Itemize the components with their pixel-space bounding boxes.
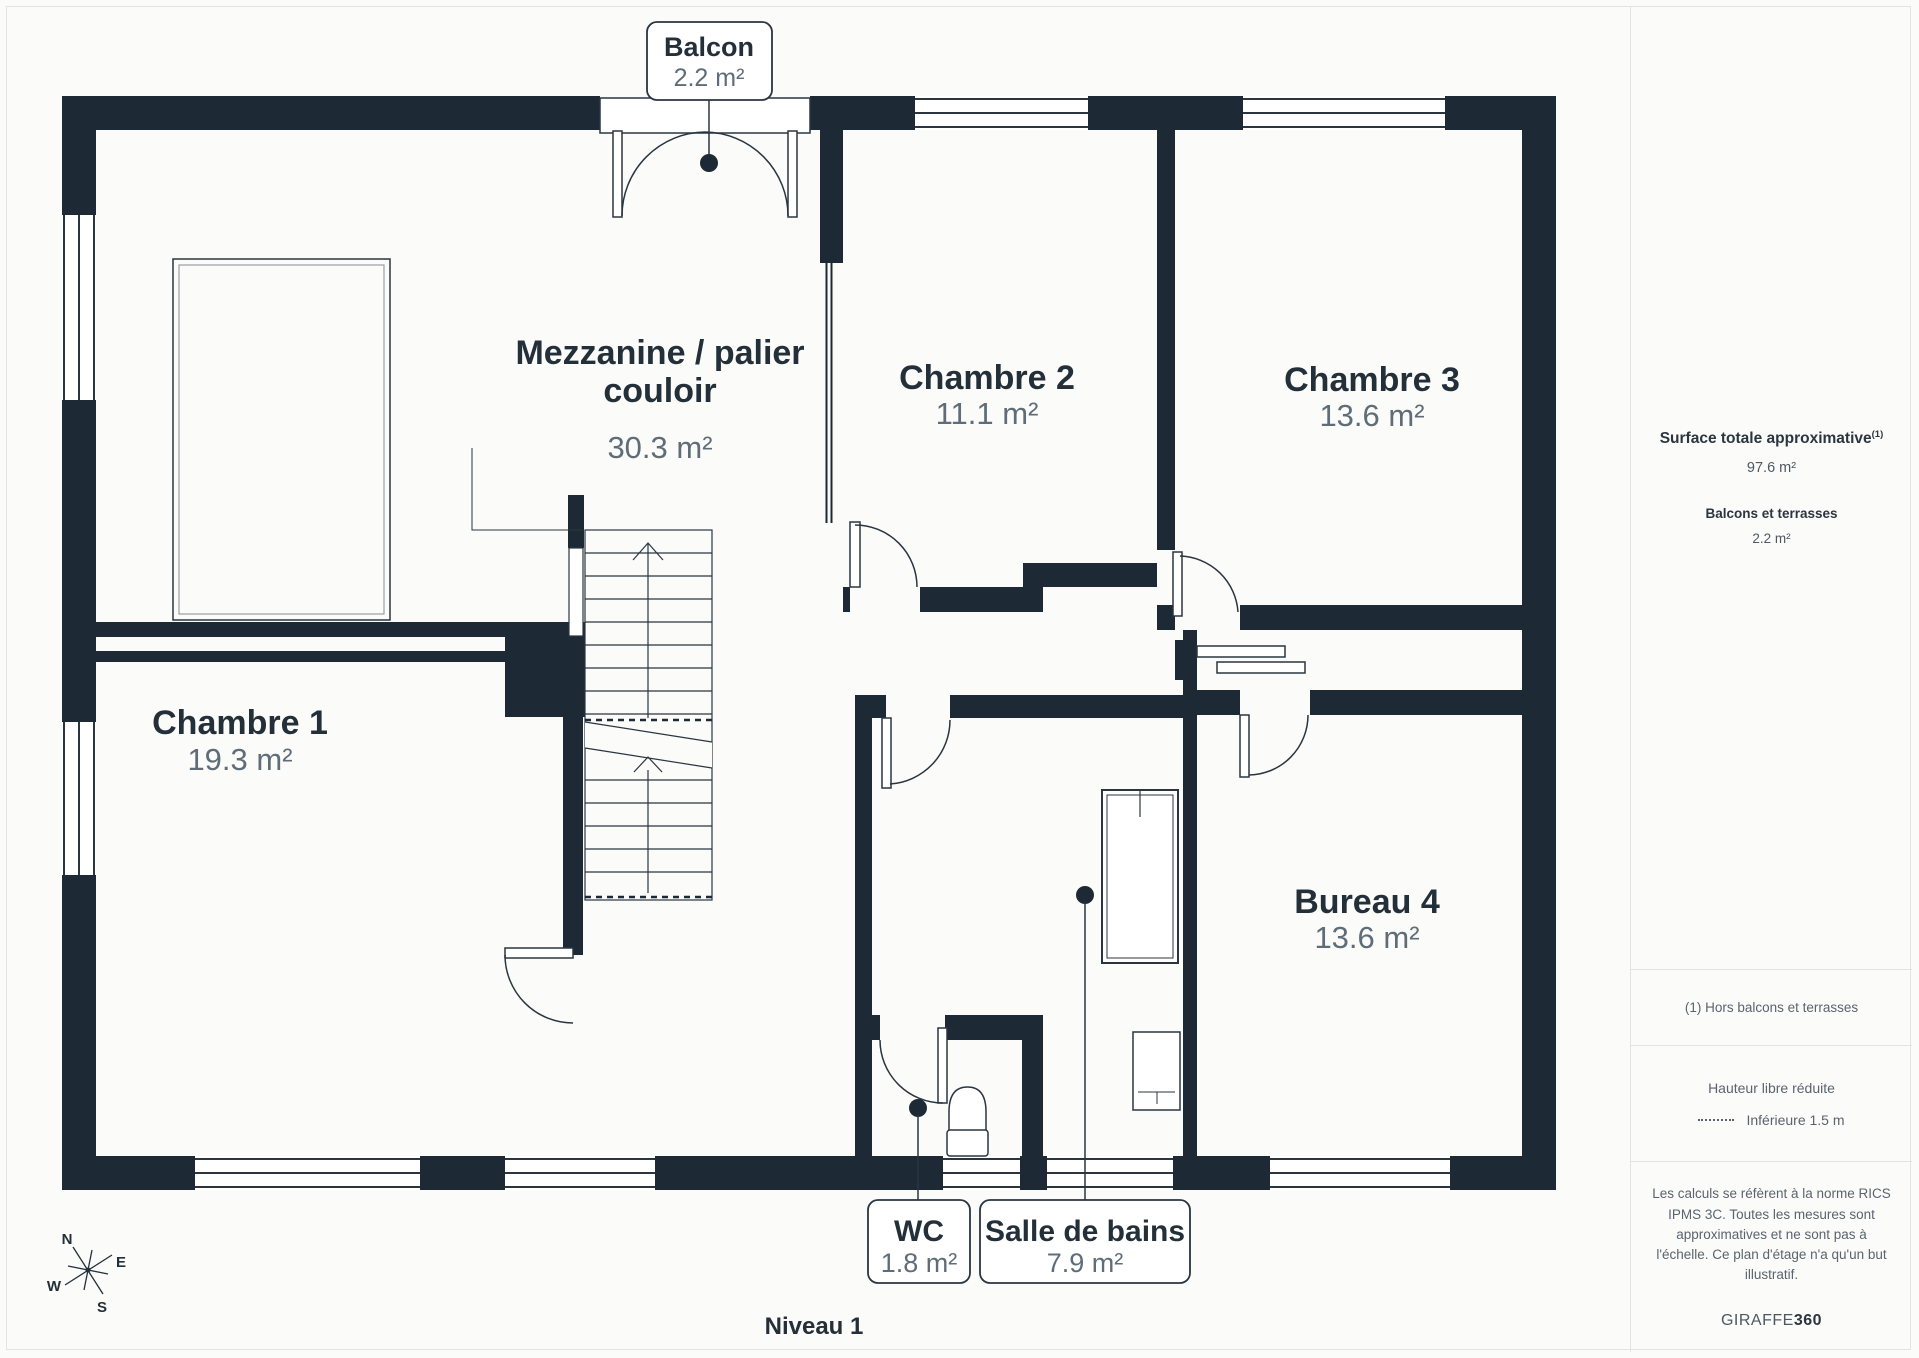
doors xyxy=(504,521,1309,1104)
sidebar-reduced-height-section: Hauteur libre réduite Inférieure 1.5 m xyxy=(1631,1046,1912,1162)
room-label-mezzanine-line2: couloir xyxy=(603,372,716,410)
compass-w: W xyxy=(47,1278,62,1295)
window-mezzanine-left xyxy=(62,215,96,400)
stair-up-arrow xyxy=(632,542,664,561)
level-label: Niveau 1 xyxy=(765,1313,864,1340)
wc-leader-dot xyxy=(909,1099,927,1117)
window-bureau4-bottom xyxy=(1270,1156,1450,1190)
salle-de-bains-leader-dot xyxy=(1076,886,1094,904)
window-bathroom-bottom-2 xyxy=(1047,1156,1173,1190)
balcony-door-arc-left xyxy=(621,131,706,217)
salle-de-bains-callout-box xyxy=(979,1199,1191,1284)
window-chambre1-bottom xyxy=(195,1156,420,1190)
compass-n: N xyxy=(62,1231,73,1248)
washbasin xyxy=(1132,1031,1181,1111)
exterior-walls xyxy=(62,96,1556,1190)
balcony xyxy=(599,97,811,218)
sidebar-surface-section: Surface totale approximative(1) 97.6 m² … xyxy=(1631,6,1912,970)
window-chambre1-left xyxy=(62,722,96,875)
balcon-leader-dot xyxy=(700,154,718,172)
stair-break-band xyxy=(585,722,712,768)
sidebar-footnote-section: (1) Hors balcons et terrasses xyxy=(1631,970,1912,1046)
mezzanine-void-opening xyxy=(172,258,391,621)
room-label-mezzanine: Mezzanine / palier xyxy=(515,334,804,372)
surface-total-title-text: Surface totale approximative xyxy=(1659,430,1872,448)
room-area-chambre2: 11.1 m² xyxy=(936,396,1039,431)
room-label-chambre1: Chambre 1 xyxy=(152,704,328,742)
surface-total-sup: (1) xyxy=(1871,428,1884,440)
balcon-callout-area: 2.2 m² xyxy=(674,64,745,92)
info-sidebar: Surface totale approximative(1) 97.6 m² … xyxy=(1630,6,1912,1352)
salle-de-bains-callout-area: 7.9 m² xyxy=(1047,1248,1124,1278)
room-label-bureau4: Bureau 4 xyxy=(1294,883,1440,921)
reduced-height-value: Inférieure 1.5 m xyxy=(1746,1111,1845,1128)
balconies-value: 2.2 m² xyxy=(1752,531,1791,547)
giraffe360-logo-bold: 360 xyxy=(1793,1311,1823,1329)
window-hall-bottom xyxy=(505,1156,655,1190)
balcon-callout-name: Balcon xyxy=(664,32,754,62)
balcony-door-leaf-left xyxy=(612,130,623,218)
sliding-door-panel xyxy=(1216,661,1306,674)
shower xyxy=(1101,789,1179,964)
compass-rose: N E W S xyxy=(47,1231,126,1316)
salle-de-bains-callout-name: Salle de bains xyxy=(985,1215,1185,1248)
room-label-chambre2: Chambre 2 xyxy=(899,359,1075,397)
window-chambre3-top xyxy=(1243,96,1445,130)
compass-e: E xyxy=(116,1254,126,1271)
giraffe360-logo: GIRAFFE360 xyxy=(1721,1312,1822,1330)
stairs xyxy=(471,448,713,901)
balcony-door-arc-right xyxy=(704,131,789,217)
balcony-door-leaf-right xyxy=(787,130,798,218)
wc-callout-name: WC xyxy=(894,1215,944,1248)
room-labels: Mezzanine / palier couloir 30.3 m² Chamb… xyxy=(152,334,1460,955)
giraffe360-logo-regular: GIRAFFE xyxy=(1720,1311,1794,1329)
sidebar-disclaimer-section: Les calculs se réfèrent à la norme RICS … xyxy=(1631,1162,1912,1352)
stair-up-arrow-lower xyxy=(633,756,663,773)
room-area-bureau4: 13.6 m² xyxy=(1314,920,1419,955)
room-area-chambre1: 19.3 m² xyxy=(187,742,292,777)
callouts: Balcon 2.2 m² WC 1.8 m² Salle de bains 7… xyxy=(646,21,1191,1284)
footnote-text: (1) Hors balcons et terrasses xyxy=(1684,1000,1859,1015)
windows xyxy=(62,96,1450,1190)
disclaimer-text: Les calculs se réfèrent à la norme RICS … xyxy=(1652,1186,1891,1283)
fixtures xyxy=(946,789,1181,1157)
reduced-height-title: Hauteur libre réduite xyxy=(1708,1079,1835,1096)
balconies-title: Balcons et terrasses xyxy=(1705,506,1838,522)
wc-callout-box xyxy=(867,1199,971,1284)
room-label-chambre3: Chambre 3 xyxy=(1284,361,1460,399)
balcon-callout-box xyxy=(646,21,773,101)
window-bathroom-bottom-1 xyxy=(943,1156,1020,1190)
surface-total-title: Surface totale approximative(1) xyxy=(1660,429,1884,448)
compass-s: S xyxy=(97,1299,107,1316)
toilet xyxy=(946,1086,989,1157)
wc-callout-area: 1.8 m² xyxy=(881,1248,958,1278)
room-area-mezzanine: 30.3 m² xyxy=(607,430,712,465)
pocket-door-panel xyxy=(568,547,584,637)
room-area-chambre3: 13.6 m² xyxy=(1319,398,1424,433)
window-chambre2-top xyxy=(915,96,1088,130)
sliding-door-panel xyxy=(1196,645,1286,658)
reduced-height-legend-line xyxy=(1698,1118,1735,1121)
surface-total-value: 97.6 m² xyxy=(1746,460,1797,477)
divider-wall-slot xyxy=(96,637,505,651)
